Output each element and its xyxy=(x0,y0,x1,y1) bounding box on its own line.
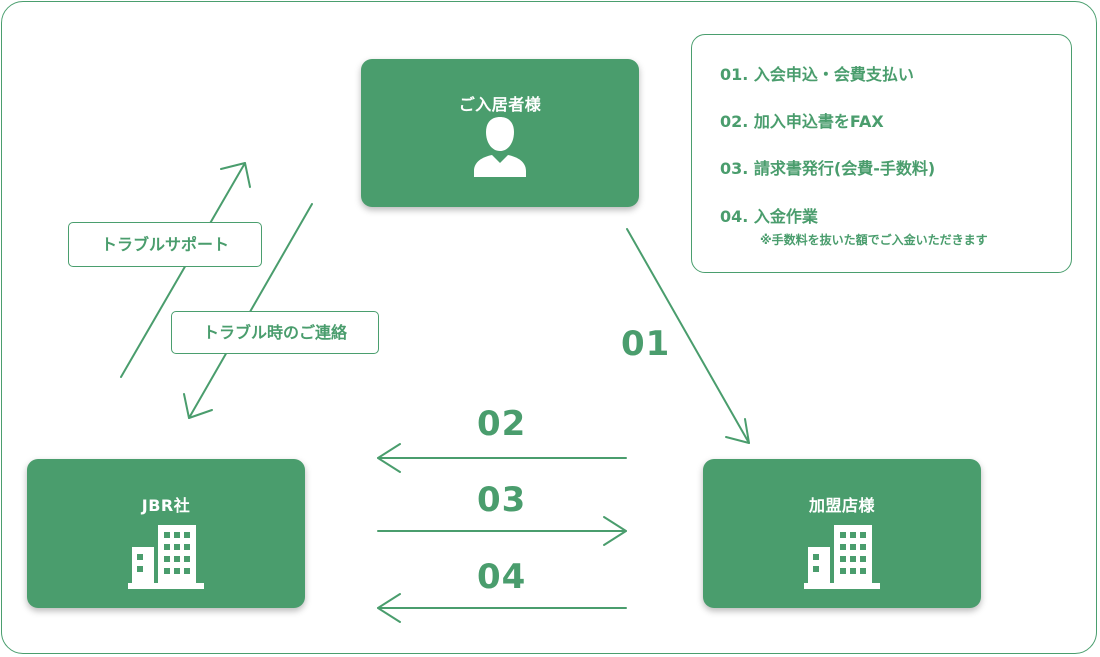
person-icon xyxy=(474,117,526,177)
step-number-01: 01 xyxy=(621,324,671,364)
step-number-04: 04 xyxy=(477,557,527,597)
arrow-trouble-support xyxy=(120,162,251,378)
node-store-title: 加盟店様 xyxy=(808,496,875,515)
legend-note: ※手数料を抜いた額でご入金いただきます xyxy=(760,233,988,247)
label-trouble-support: トラブルサポート xyxy=(68,222,262,267)
legend-item-02: 02. 加入申込書をFAX xyxy=(720,112,884,131)
node-store: 加盟店様 xyxy=(703,459,981,608)
node-resident: ご入居者様 xyxy=(361,59,639,207)
arrow-step-01 xyxy=(626,228,750,444)
building-icon xyxy=(804,525,880,589)
step-number-03: 03 xyxy=(477,480,527,520)
node-jbr: JBR社 xyxy=(27,459,305,608)
label-trouble-contact: トラブル時のご連絡 xyxy=(171,311,379,354)
arrow-step-03 xyxy=(377,516,627,546)
legend-item-03: 03. 請求書発行(会費-手数料) xyxy=(720,159,936,178)
legend-item-04: 04. 入金作業 xyxy=(720,207,818,226)
node-jbr-title: JBR社 xyxy=(141,496,191,515)
building-icon xyxy=(128,525,204,589)
legend-box: 01. 入会申込・会費支払い 02. 加入申込書をFAX 03. 請求書発行(会… xyxy=(691,34,1072,273)
arrow-step-04 xyxy=(377,593,627,623)
node-resident-title: ご入居者様 xyxy=(458,95,542,114)
arrow-step-02 xyxy=(377,443,627,473)
legend-item-01: 01. 入会申込・会費支払い xyxy=(720,65,914,84)
step-number-02: 02 xyxy=(477,404,527,444)
